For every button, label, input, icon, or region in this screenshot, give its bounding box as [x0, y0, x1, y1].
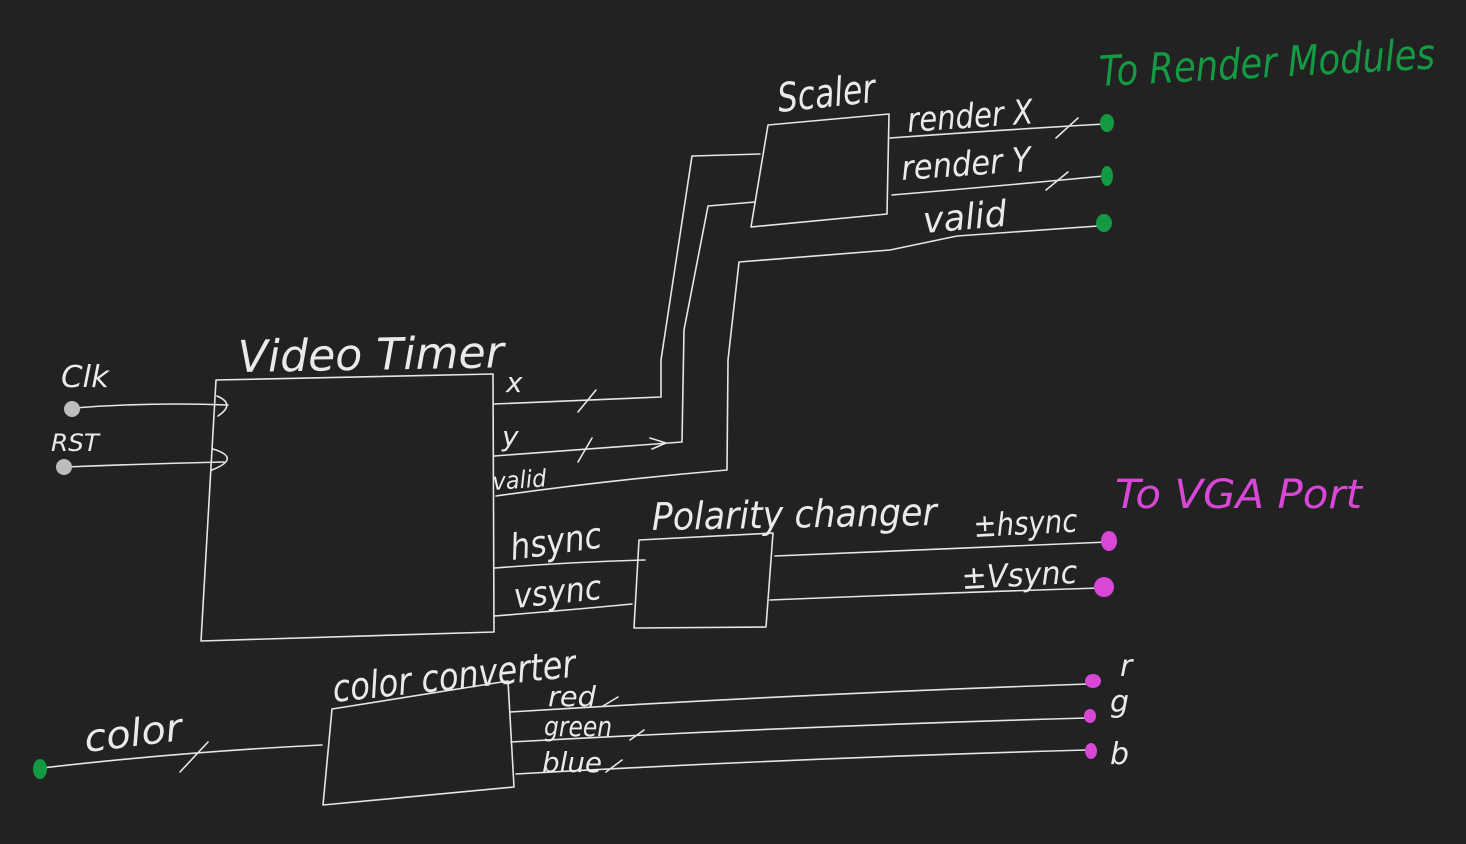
green-label: green: [544, 710, 612, 743]
clk-port: [64, 401, 80, 417]
render-y-label: render Y: [900, 140, 1034, 189]
valid-port: [1096, 214, 1112, 232]
b-port: [1085, 743, 1097, 759]
pm-hsync-label: ±hsync: [972, 502, 1078, 545]
y-wire: [493, 201, 756, 457]
blue-label: blue: [542, 746, 602, 779]
rst-edge-marker: [211, 448, 229, 471]
red-bus-tick: [602, 696, 619, 707]
g-port: [1084, 709, 1096, 723]
color-wire: [41, 744, 323, 769]
color-label: color: [82, 705, 187, 761]
b-label: b: [1110, 737, 1129, 772]
valid-timer-wire: [495, 225, 1099, 497]
vsync-wire: [493, 603, 633, 617]
hsync-wire: [494, 559, 646, 569]
valid-scaler-label: valid: [921, 194, 1009, 242]
vsync-vga-port: [1094, 577, 1114, 597]
hsync-label: hsync: [508, 515, 605, 568]
vga-header: To VGA Port: [1115, 472, 1363, 518]
hsync-vga-port: [1101, 531, 1117, 551]
vsync-label: vsync: [512, 568, 604, 617]
render-x-port: [1100, 114, 1114, 132]
polarity-changer-block: [633, 532, 774, 629]
red-wire: [509, 683, 1089, 713]
y-bus-tick: [577, 437, 593, 463]
render-header: To Render Modules: [1098, 29, 1436, 96]
r-port: [1085, 674, 1101, 688]
valid-timer-label: valid: [491, 464, 548, 496]
y-label: y: [501, 420, 519, 453]
video-timer-block: [200, 373, 495, 642]
render-y-bus-tick: [1045, 171, 1069, 191]
color-port: [33, 759, 47, 779]
rst-wire: [65, 461, 225, 468]
scaler-block: [750, 113, 890, 228]
r-label: r: [1120, 649, 1134, 684]
pm-vsync-label: ±Vsync: [960, 553, 1078, 597]
green-wire: [510, 717, 1087, 743]
video-timer-title: Video Timer: [237, 327, 507, 383]
blue-wire: [515, 749, 1087, 775]
pm-vsync-wire: [769, 587, 1101, 601]
color-bus-tick: [179, 741, 209, 773]
render-x-wire: [889, 123, 1105, 139]
clk-label: Clk: [61, 360, 111, 395]
x-label: x: [505, 366, 523, 399]
red-label: red: [548, 680, 596, 713]
rst-label: RST: [51, 429, 101, 457]
color-converter-block: [322, 680, 515, 806]
polarity-changer-title: Polarity changer: [651, 490, 939, 539]
render-y-wire: [891, 175, 1105, 196]
clk-edge-marker: [216, 395, 228, 417]
render-y-port: [1101, 166, 1113, 186]
g-label: g: [1110, 685, 1129, 720]
green-bus-tick: [629, 729, 645, 741]
x-wire: [493, 153, 761, 405]
rst-port: [56, 459, 72, 475]
blue-bus-tick: [605, 759, 623, 773]
y-arrowhead: [649, 437, 667, 450]
color-converter-title: color converter: [330, 641, 579, 710]
x-bus-tick: [577, 389, 597, 413]
clk-wire: [73, 403, 229, 409]
scaler-title: Scaler: [775, 66, 879, 122]
render-x-bus-tick: [1055, 117, 1079, 139]
pm-hsync-wire: [774, 541, 1109, 557]
render-x-label: render X: [906, 92, 1035, 141]
